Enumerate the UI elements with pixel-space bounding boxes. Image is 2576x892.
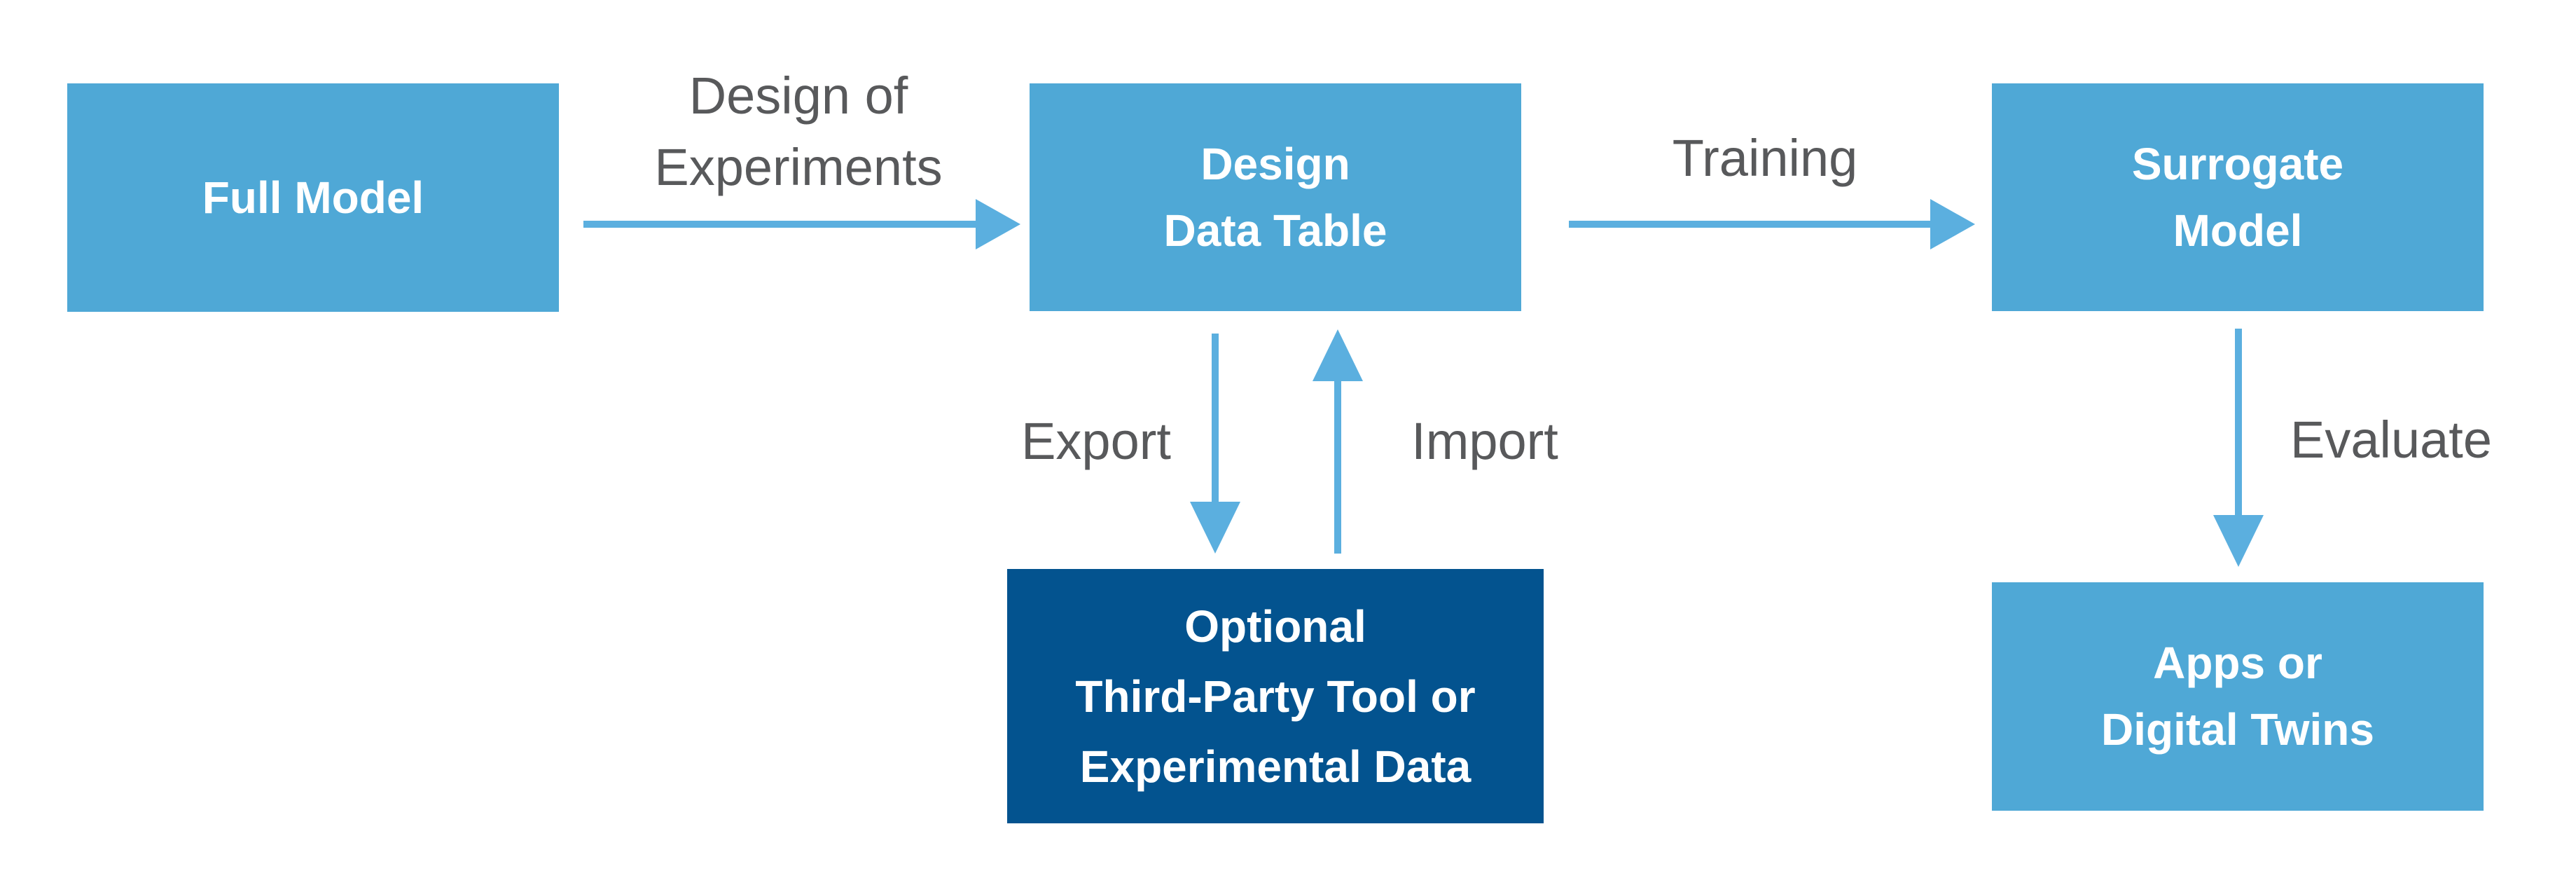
design-of-experiments-arrowhead-icon <box>976 199 1020 249</box>
training-arrow-shaft <box>1569 221 1930 228</box>
evaluate-label: Evaluate <box>2290 411 2492 469</box>
export-arrow-shaft <box>1212 334 1219 502</box>
evaluate-arrowhead-icon <box>2213 515 2264 567</box>
optional-third-party-label-line1: Optional <box>1184 601 1366 652</box>
apps-digital-twins-label-line1: Apps or <box>2153 638 2322 688</box>
full-model-label: Full Model <box>202 172 424 223</box>
optional-third-party-box: Optional Third-Party Tool or Experimenta… <box>1007 569 1544 823</box>
training-arrowhead-icon <box>1930 199 1975 249</box>
import-arrowhead-icon <box>1313 329 1363 381</box>
surrogate-model-label-line2: Model <box>2173 205 2303 256</box>
design-of-experiments-arrow-shaft <box>583 221 976 228</box>
evaluate-arrow-shaft <box>2235 329 2242 515</box>
import-arrow-shaft <box>1334 381 1341 554</box>
optional-third-party-label-line3: Experimental Data <box>1079 741 1471 792</box>
design-data-table-label-line2: Data Table <box>1163 205 1387 256</box>
export-label: Export <box>1021 412 1171 470</box>
design-data-table-label-line1: Design <box>1200 138 1350 189</box>
design-of-experiments-label-line2: Experiments <box>654 138 943 196</box>
export-arrowhead-icon <box>1190 502 1240 554</box>
apps-digital-twins-label-line2: Digital Twins <box>2101 704 2374 755</box>
surrogate-model-label-line1: Surrogate <box>2131 138 2344 189</box>
surrogate-model-box: Surrogate Model <box>1992 83 2484 311</box>
full-model-box: Full Model <box>67 83 559 312</box>
apps-digital-twins-box: Apps or Digital Twins <box>1992 582 2484 811</box>
optional-third-party-label-line2: Third-Party Tool or <box>1075 671 1476 722</box>
design-of-experiments-label-line1: Design of <box>688 67 908 125</box>
design-data-table-box: Design Data Table <box>1030 83 1521 311</box>
training-label: Training <box>1672 129 1858 187</box>
import-label: Import <box>1411 412 1558 470</box>
design-of-experiments-label: Design of Experiments <box>588 60 1009 203</box>
